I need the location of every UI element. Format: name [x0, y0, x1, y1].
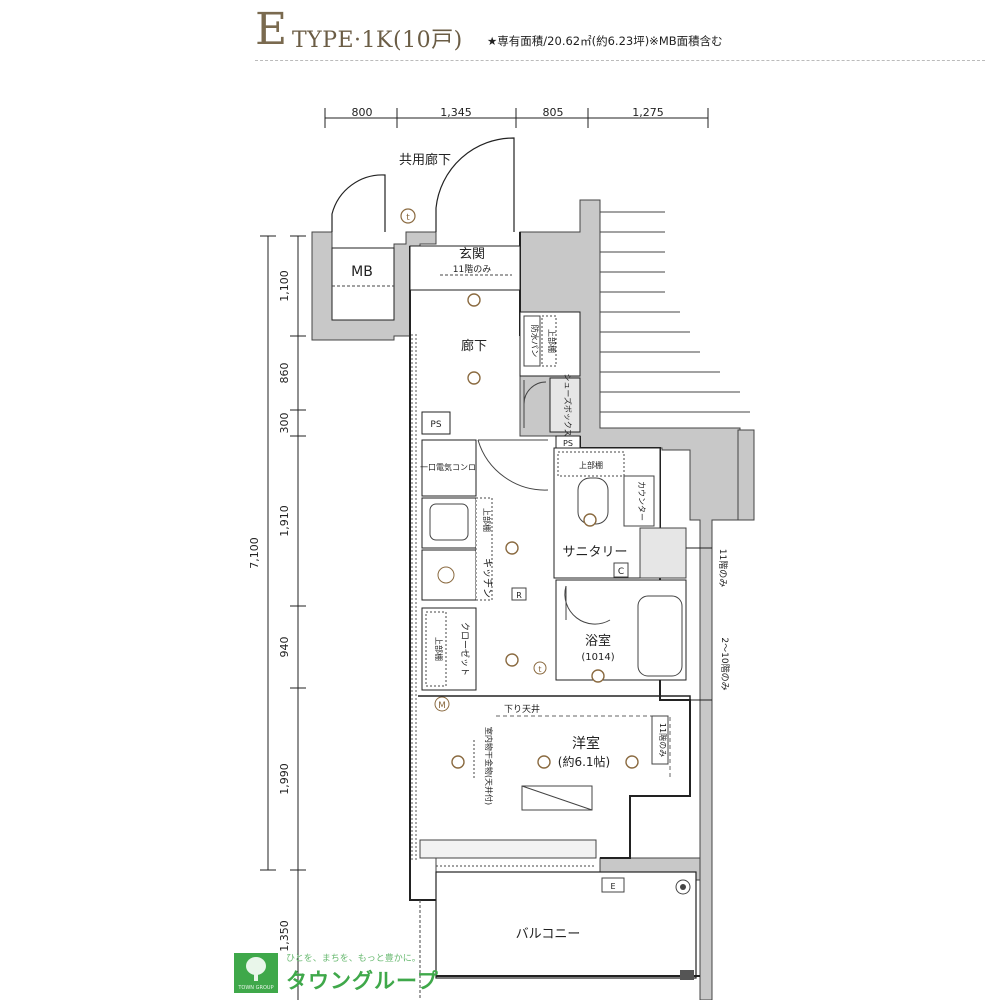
- header: E TYPE·1K(10戸) ★専有面積/20.62㎡(約6.23坪)※MB面積…: [0, 0, 999, 62]
- ps-label: PS: [430, 420, 441, 430]
- ps-box: [421, 411, 451, 435]
- dim-left-total: 7,100: [248, 537, 261, 569]
- top-dimension-line: [324, 108, 709, 128]
- balcony: [435, 871, 697, 979]
- dim-left-1: 1,100: [278, 270, 291, 302]
- c-mark: C: [618, 567, 624, 577]
- balcony-label: バルコニー: [516, 927, 581, 942]
- type-title: TYPE·1K(10戸): [292, 28, 463, 53]
- logo-icon: TOWN GROUP: [234, 953, 278, 993]
- side-note-2-10f: 2〜10階のみ: [719, 637, 730, 690]
- side-note-11f: 11階のみ: [717, 549, 728, 587]
- dim-top-4: 1,275: [632, 106, 664, 119]
- t-mark-top: t: [406, 213, 410, 223]
- entrance-area: [409, 245, 521, 291]
- lowered-ceiling-line: [496, 715, 671, 780]
- m-mark: M: [438, 701, 446, 711]
- dim-left-7: 1,350: [278, 920, 291, 952]
- western-room-size: (約6.1帖): [558, 754, 610, 769]
- e-mark: E: [610, 882, 615, 891]
- dim-left-6: 1,990: [278, 763, 291, 795]
- t-circle: [533, 661, 547, 675]
- hallway-label: 廊下: [461, 338, 487, 354]
- counter-area: [623, 475, 655, 527]
- left-dimension-lines: [260, 235, 306, 1000]
- indoor-dryer-label: 室内物干金物(天井付): [484, 727, 494, 805]
- dim-left-3: 300: [278, 413, 291, 434]
- outdoor-unit: [601, 877, 625, 893]
- upper-cabinet-pan: [541, 315, 557, 367]
- stair-lines: [600, 211, 750, 413]
- dim-left-2: 860: [278, 363, 291, 384]
- upper-cabinet-pan-label: 上部棚: [547, 329, 557, 353]
- cooktop: [421, 549, 477, 601]
- lighting-points: [451, 293, 639, 769]
- cooktop-burner: [437, 566, 455, 584]
- kitchen-label: キッチン: [481, 558, 493, 598]
- closet-upper-label: 上部棚: [434, 637, 444, 661]
- sanitary-upper-cabinet: [557, 451, 625, 477]
- balcony-outlet: [680, 970, 694, 980]
- dim-left-4: 1,910: [278, 505, 291, 537]
- corridor-doors: [331, 137, 515, 232]
- logo-sub: TOWN GROUP: [238, 985, 274, 991]
- left-wall-hatch: [411, 334, 417, 860]
- waterproof-pan-label: 防水パン: [530, 325, 540, 357]
- western-upper-cabinet: [651, 715, 669, 765]
- header-divider: [255, 60, 985, 61]
- entrance-note: 11階のみ: [453, 264, 491, 275]
- m-circle: [434, 696, 450, 712]
- waterproof-pan: [523, 315, 541, 367]
- mb-label: MB: [351, 264, 373, 280]
- company-logo: TOWN GROUP ひとを、まちを、もっと豊かに。 タウングループ: [234, 951, 454, 995]
- dim-top-3: 805: [543, 106, 564, 119]
- intercom-mark: [400, 208, 416, 224]
- shoe-box-label: シューズボックス: [563, 373, 573, 436]
- type-letter: E: [255, 4, 288, 55]
- western-room-wall: [418, 695, 691, 858]
- closet-label: クローゼット: [459, 622, 471, 676]
- dim-left-5: 940: [278, 637, 291, 658]
- sink-basin: [429, 503, 469, 541]
- bath-size: (1014): [581, 652, 614, 663]
- area-spec: ★専有面積/20.62㎡(約6.23坪)※MB面積含む: [487, 34, 723, 48]
- c-box: [613, 562, 629, 578]
- closet-upper-cabinet: [425, 611, 447, 687]
- entrance-label: 玄関: [459, 247, 485, 262]
- t-mark-bottom: t: [538, 665, 541, 674]
- kitchen-upper-cabinet: [475, 497, 493, 601]
- logo-tagline: ひとを、まちを、もっと豊かに。: [286, 954, 421, 964]
- logo-name: タウングループ: [286, 969, 439, 993]
- stove-label: 一口電気コンロ: [420, 462, 476, 472]
- dim-top-2: 1,345: [440, 106, 472, 119]
- washbasin-11f: [639, 527, 687, 579]
- western-room-label: 洋室: [572, 735, 600, 752]
- dim-top-1: 800: [352, 106, 373, 119]
- counter-label: カウンター: [637, 481, 646, 521]
- kitchen-upper-label: 上部棚: [482, 508, 492, 532]
- ps-small-label: PS: [563, 439, 573, 448]
- shoe-box: [549, 377, 581, 433]
- r-box: [511, 587, 527, 601]
- bath-label: 浴室: [585, 633, 611, 649]
- bathtub: [637, 595, 683, 677]
- mb-room: [331, 247, 395, 321]
- sanitary-upper-label: 上部棚: [579, 460, 603, 470]
- stove-counter: [421, 439, 477, 497]
- corridor-label: 共用廊下: [399, 152, 451, 168]
- western-11f-label: 11階のみ: [658, 723, 668, 757]
- sanitary-label: サニタリー: [562, 545, 627, 560]
- ceiling-label: 下り天井: [504, 703, 540, 715]
- r-mark: R: [516, 591, 522, 600]
